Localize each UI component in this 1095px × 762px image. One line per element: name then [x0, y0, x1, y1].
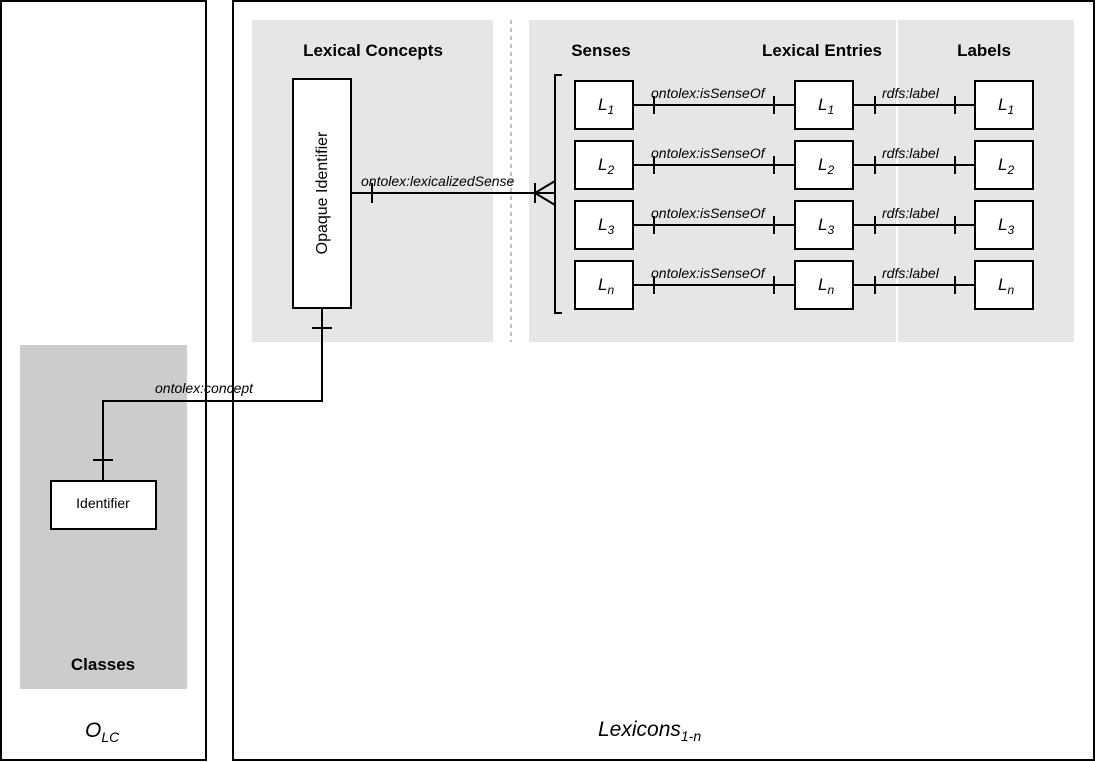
lexicons-frame — [232, 0, 1095, 761]
label-node — [974, 80, 1034, 130]
rdfs-label-label: rdfs:label — [882, 205, 940, 221]
sense-node — [574, 260, 634, 310]
lexicalized-sense-label: ontolex:lexicalizedSense — [361, 173, 515, 189]
senses-title: Senses — [571, 41, 631, 60]
senses-bracket — [554, 74, 562, 314]
classes-title: Classes — [71, 655, 135, 674]
label-node — [974, 140, 1034, 190]
is-sense-of-label: ontolex:isSenseOf — [651, 145, 767, 161]
entry-node — [794, 260, 854, 310]
sense-node — [574, 140, 634, 190]
rdfs-label-label: rdfs:label — [882, 85, 940, 101]
label-node — [974, 260, 1034, 310]
is-sense-of-label: ontolex:isSenseOf — [651, 85, 767, 101]
rdfs-label-label: rdfs:label — [882, 265, 940, 281]
entry-node — [794, 80, 854, 130]
label-node-label: L2 — [998, 155, 1014, 177]
entry-node-label: L1 — [818, 95, 834, 117]
label-node-label: Ln — [998, 275, 1014, 297]
opaque-identifier-label: Opaque Identifier — [314, 131, 331, 254]
entry-node-label: L2 — [818, 155, 834, 177]
crowfoot-icon — [534, 180, 556, 206]
entry-node — [794, 200, 854, 250]
identifier-node — [50, 480, 157, 530]
label-node — [974, 200, 1034, 250]
sense-node-label: L3 — [598, 215, 614, 237]
lexical-concepts-title: Lexical Concepts — [303, 41, 443, 60]
olc-frame — [0, 0, 207, 761]
lexicons-caption: Lexicons1-n — [598, 718, 701, 744]
lexical-entries-title: Lexical Entries — [762, 41, 882, 60]
labels-title: Labels — [957, 41, 1011, 60]
sense-node-label: L1 — [598, 95, 614, 117]
sense-node-label: Ln — [598, 275, 614, 297]
sense-node-label: L2 — [598, 155, 614, 177]
is-sense-of-label: ontolex:isSenseOf — [651, 205, 767, 221]
rdfs-label-label: rdfs:label — [882, 145, 940, 161]
entry-node — [794, 140, 854, 190]
identifier-label: Identifier — [76, 495, 130, 511]
label-node-label: L3 — [998, 215, 1014, 237]
olc-caption: OLC — [85, 719, 120, 745]
concept-edge-label: ontolex:concept — [155, 380, 254, 396]
sense-node — [574, 80, 634, 130]
entry-node-label: L3 — [818, 215, 834, 237]
concept-edge — [102, 308, 323, 481]
sense-node — [574, 200, 634, 250]
entry-node-label: Ln — [818, 275, 834, 297]
is-sense-of-label: ontolex:isSenseOf — [651, 265, 767, 281]
label-node-label: L1 — [998, 95, 1014, 117]
